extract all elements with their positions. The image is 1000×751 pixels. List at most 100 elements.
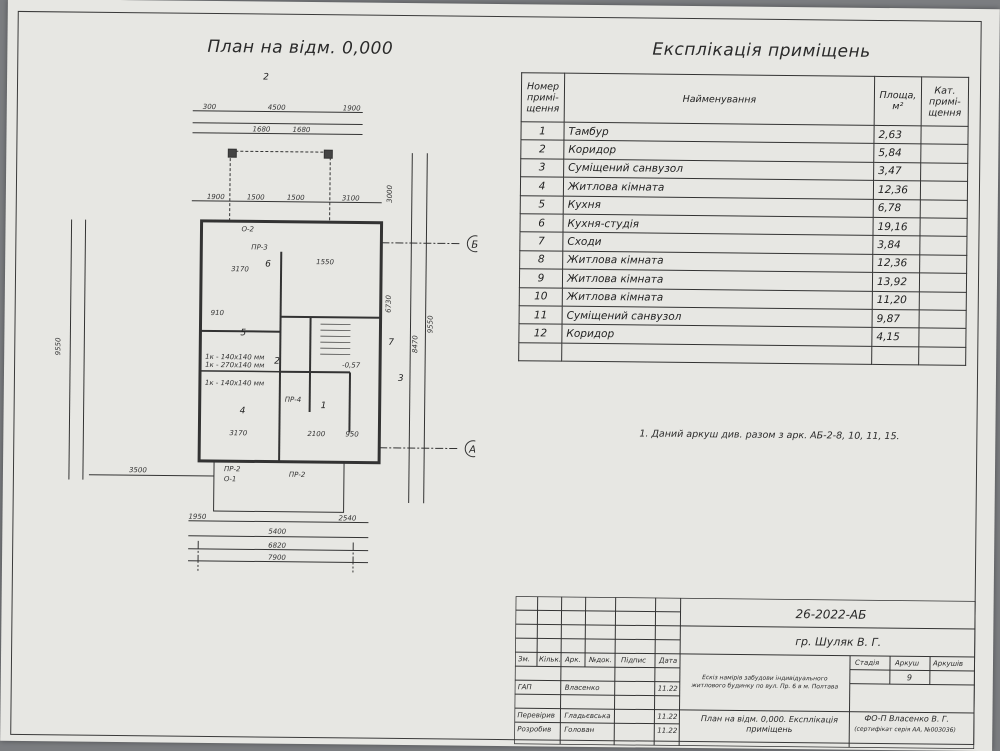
row-category (919, 328, 966, 347)
plan-title: План на відм. 0,000 (207, 37, 393, 59)
name-checked: Гладьєвська (564, 712, 610, 720)
row-category (920, 255, 967, 274)
row-area: 12,36 (873, 254, 920, 273)
dim-3170: 3170 (231, 265, 249, 273)
role-developed: Розробив (517, 725, 551, 733)
sheet-number: 9 (907, 673, 912, 682)
col-num: Номер примі-щення (521, 73, 565, 122)
hdr-zm: Зм. (518, 655, 530, 663)
dim-950: 950 (345, 430, 359, 438)
hdr-sheets: Аркушів (933, 660, 963, 668)
dim-6820: 6820 (268, 542, 286, 550)
door-pr2b: ПР-2 (289, 471, 306, 479)
row-area: 19,16 (873, 217, 920, 236)
hdr-sheet: Аркуш (895, 659, 919, 667)
row-num: 5 (520, 195, 563, 214)
row-area: 5,84 (874, 144, 921, 163)
table-row-empty (519, 342, 966, 365)
hdr-stage: Стадія (855, 659, 879, 667)
dim-5400: 5400 (268, 528, 286, 536)
project-code: 26-2022-АБ (795, 607, 866, 622)
dim-9550-left: 9550 (54, 337, 62, 355)
dim-3500: 3500 (129, 466, 147, 474)
door-pr4: ПР-4 (285, 396, 302, 404)
explication-title: Експлікація приміщень (652, 40, 870, 62)
dim-2540: 2540 (338, 514, 356, 522)
dim-1550: 1550 (316, 258, 334, 266)
sheet-title: План на відм. 0,000. Експлікація приміще… (699, 714, 839, 735)
row-num: 9 (519, 269, 562, 288)
row-num: 7 (520, 232, 563, 251)
row-num: 6 (520, 214, 563, 233)
row-category (919, 273, 966, 292)
hdr-date: Дата (659, 657, 677, 665)
door-o2: О-2 (241, 225, 254, 233)
section-mark-top: 2 (263, 73, 269, 83)
row-num: 1 (521, 122, 564, 141)
row-category (919, 291, 966, 310)
date-developed: 11.22 (657, 727, 677, 735)
row-category (920, 181, 967, 200)
dim-4500: 4500 (268, 104, 286, 112)
dim-300: 300 (203, 103, 217, 111)
dim-1680b: 1680 (293, 126, 311, 134)
dim-6730: 6730 (385, 294, 393, 312)
row-category (920, 199, 967, 218)
hdr-sign: Підпис (621, 656, 646, 664)
hdr-kilk: Кільк. (539, 655, 561, 663)
axis-a: А (468, 445, 476, 456)
level-mark: -0,57 (342, 361, 361, 369)
room-7: 7 (388, 338, 394, 348)
title-block: 26-2022-АБ гр. Шуляк В. Г. Зм. Кільк. Ар… (514, 596, 976, 749)
floor-plan-drawing: 300 4500 1900 1680 1680 1900 1500 1500 3… (48, 69, 479, 573)
door-o1: О-1 (224, 475, 237, 483)
row-num: 11 (519, 306, 562, 325)
door-pr2: ПР-2 (224, 465, 241, 473)
date-gap: 11.22 (658, 685, 678, 693)
owner: гр. Шуляк В. Г. (795, 635, 881, 649)
row-num: 4 (520, 177, 563, 196)
row-area: 6,78 (873, 199, 920, 218)
dim-3100: 3100 (342, 194, 360, 202)
row-area: 3,84 (873, 236, 920, 255)
row-category (921, 163, 968, 182)
firm-name: ФО-П Власенко В. Г. (864, 714, 949, 724)
name-developed: Голован (564, 726, 594, 734)
col-area: Площа, м² (874, 76, 922, 125)
dim-1900-inner: 1900 (207, 193, 225, 201)
date-checked: 11.22 (657, 713, 677, 721)
room-4: 4 (240, 406, 246, 416)
role-gap: ГАП (518, 683, 532, 691)
room-1: 1 (321, 401, 327, 411)
row-area: 13,92 (872, 273, 919, 292)
col-category: Кат. примі-щення (921, 77, 969, 126)
role-checked: Перевірив (517, 711, 555, 719)
explication-table: Номер примі-щення Найменування Площа, м²… (518, 72, 969, 366)
row-category (921, 144, 968, 163)
col-name: Найменування (564, 73, 874, 125)
dim-7900: 7900 (268, 554, 286, 562)
hdr-doc: №док. (589, 656, 612, 664)
row-area: 3,47 (874, 162, 921, 181)
row-num: 3 (521, 158, 564, 177)
table-header-row: Номер примі-щення Найменування Площа, м²… (521, 73, 968, 127)
dim-2360: 910 (211, 309, 225, 317)
opening-2: 1к - 270х140 мм (205, 361, 265, 370)
dim-3000: 3000 (386, 184, 394, 202)
dim-3170-bottom: 3170 (229, 429, 247, 437)
row-area: 12,36 (873, 181, 920, 200)
door-pr3: ПР-3 (251, 243, 268, 251)
room-5: 5 (240, 328, 246, 338)
room-3: 3 (398, 374, 404, 384)
dim-1500a: 1500 (247, 193, 265, 201)
row-area: 11,20 (872, 291, 919, 310)
row-area: 2,63 (874, 125, 921, 144)
dim-9550-right: 9550 (426, 315, 434, 333)
row-category (920, 236, 967, 255)
row-num: 10 (519, 287, 562, 306)
dim-1680a: 1680 (253, 125, 271, 133)
floor-plan: 300 4500 1900 1680 1680 1900 1500 1500 3… (48, 69, 479, 573)
dim-1950: 1950 (188, 513, 206, 521)
